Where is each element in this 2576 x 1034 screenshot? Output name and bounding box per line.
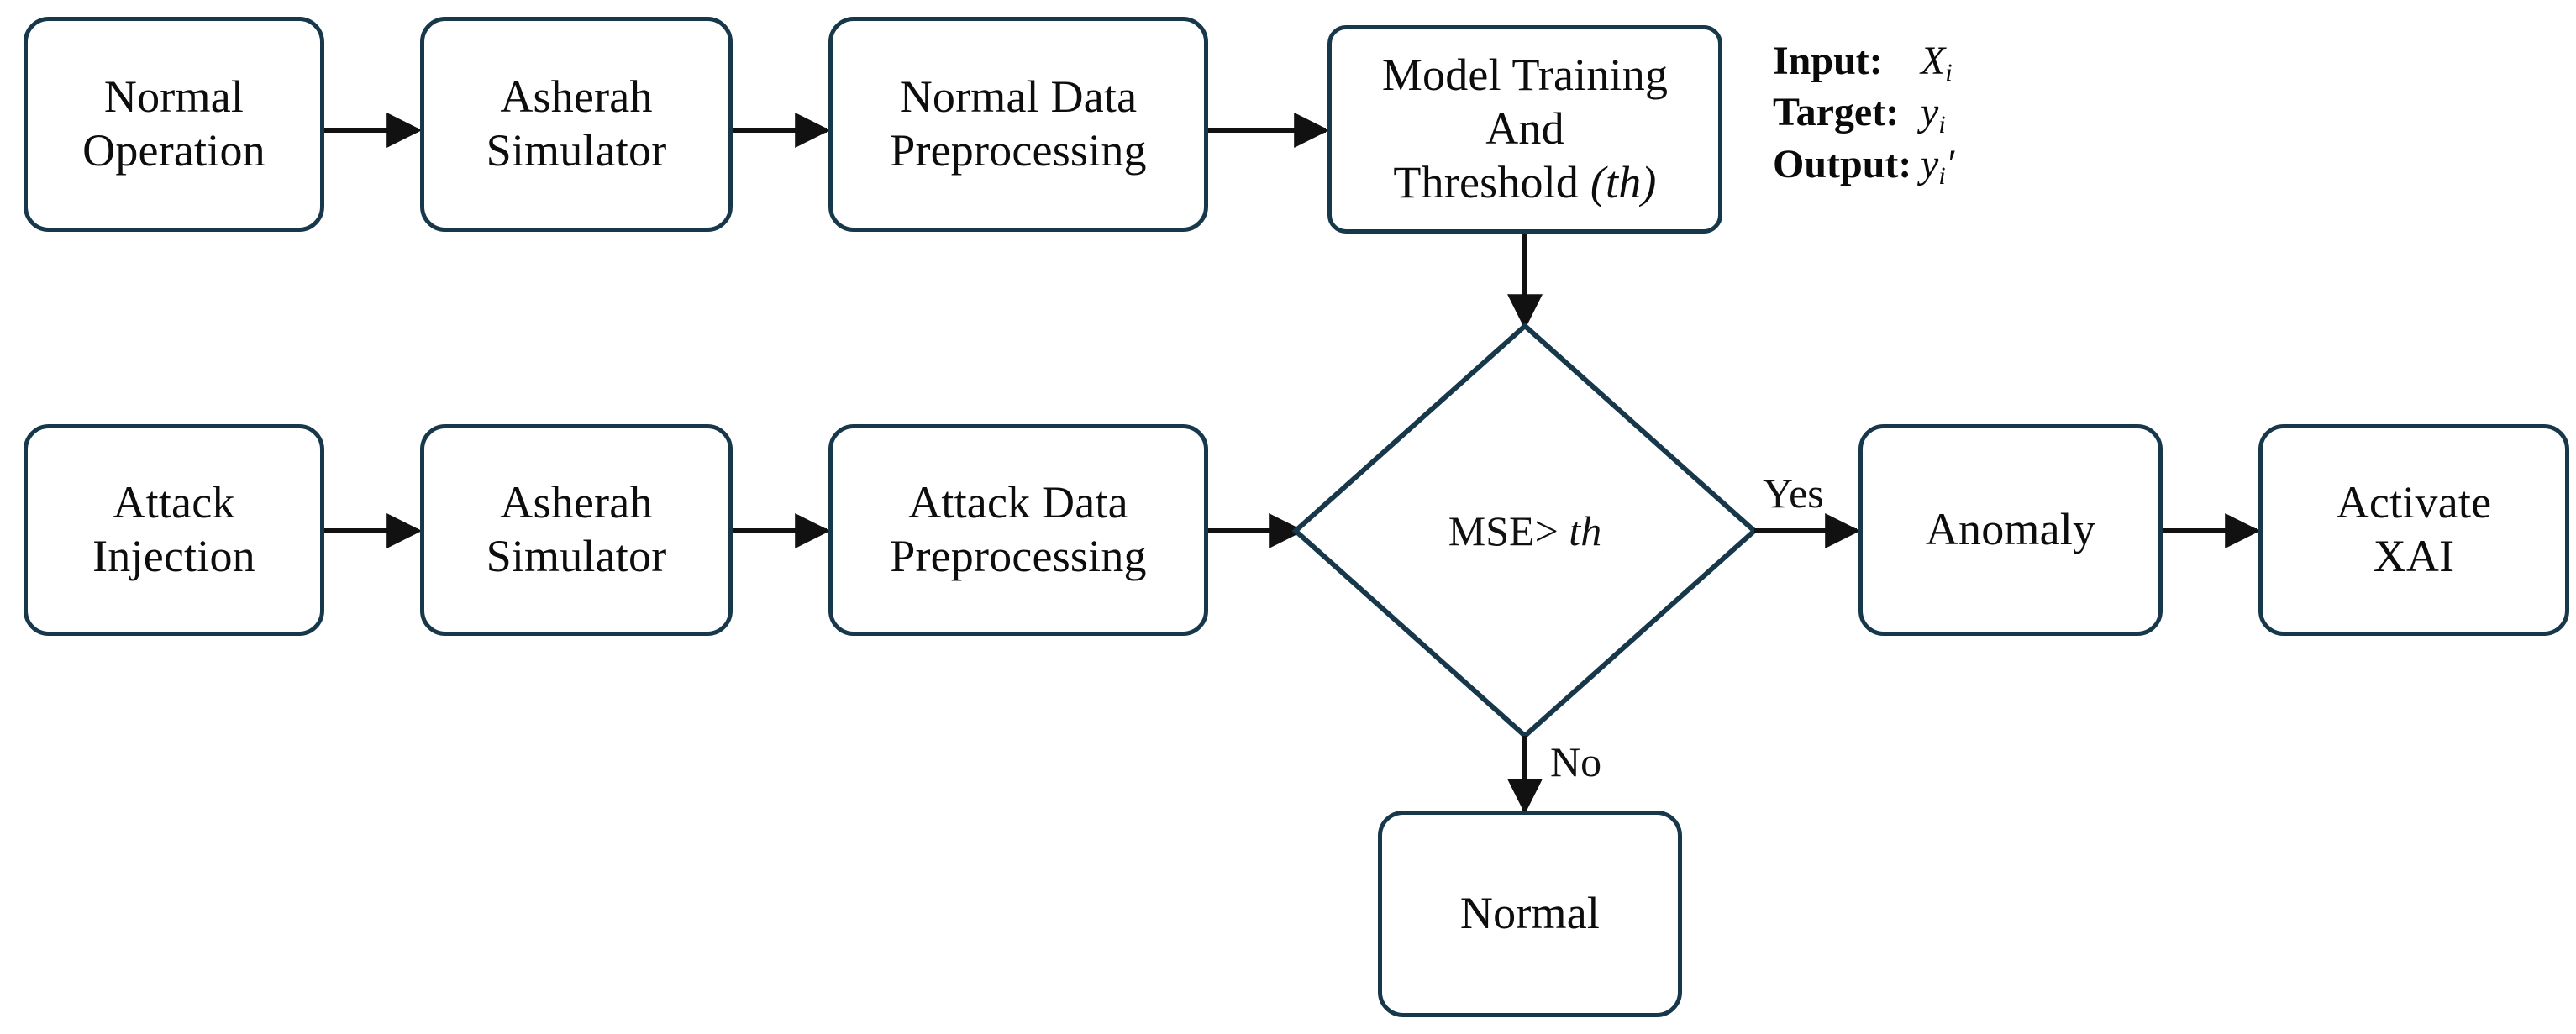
edge-label-yes: Yes [1763, 470, 1824, 517]
node-asherah-simulator-top-label: Asherah Simulator [486, 71, 667, 176]
legend-output-key: Output: [1773, 141, 1912, 186]
decision-italic-th: th [1569, 507, 1602, 554]
legend-row-target: Target: yi [1773, 87, 1954, 138]
node-normal-result[interactable]: Normal [1378, 811, 1682, 1017]
model-training-line-3-prefix: Threshold [1393, 156, 1590, 207]
legend-input-key: Input: [1773, 39, 1883, 83]
node-normal-operation-label: Normal Operation [82, 71, 265, 176]
node-activate-xai-label: Activate XAI [2336, 477, 2492, 581]
node-model-training[interactable]: Model Training And Threshold (th) [1327, 25, 1722, 234]
node-anomaly[interactable]: Anomaly [1858, 424, 2163, 636]
model-training-line-2: And [1485, 103, 1564, 155]
node-asherah-simulator-bottom-label: Asherah Simulator [486, 477, 667, 581]
node-anomaly-label: Anomaly [1925, 504, 2096, 555]
node-attack-data-preprocessing-label: Attack Data Preprocessing [890, 477, 1147, 581]
decision-prefix: MSE> [1448, 507, 1569, 554]
node-attack-injection-label: Attack Injection [92, 477, 255, 581]
legend-target-value: yi [1921, 90, 1946, 139]
node-asherah-simulator-top[interactable]: Asherah Simulator [420, 17, 733, 232]
model-training-line-1: Model Training [1381, 50, 1669, 101]
legend-row-output: Output: yi′ [1773, 139, 1954, 190]
node-model-training-label: Model Training And Threshold (th) [1382, 49, 1668, 209]
legend: Input: Xi Target: yi Output: yi′ [1773, 35, 1954, 190]
legend-row-input: Input: Xi [1773, 35, 1954, 87]
legend-target-key: Target: [1773, 90, 1900, 135]
node-attack-injection[interactable]: Attack Injection [24, 424, 324, 636]
node-normal-data-preprocessing[interactable]: Normal Data Preprocessing [828, 17, 1208, 232]
edge-label-no: No [1550, 738, 1602, 785]
legend-input-value: Xi [1921, 39, 1953, 87]
node-attack-data-preprocessing[interactable]: Attack Data Preprocessing [828, 424, 1208, 636]
decision-mse-label: MSE> th [1448, 507, 1601, 555]
node-normal-result-label: Normal [1459, 888, 1601, 939]
model-training-line-3-italic: (th) [1590, 156, 1657, 207]
node-activate-xai[interactable]: Activate XAI [2258, 424, 2569, 636]
node-normal-operation[interactable]: Normal Operation [24, 17, 324, 232]
node-asherah-simulator-bottom[interactable]: Asherah Simulator [420, 424, 733, 636]
legend-output-value: yi′ [1921, 141, 1955, 191]
node-normal-data-preprocessing-label: Normal Data Preprocessing [890, 71, 1147, 176]
